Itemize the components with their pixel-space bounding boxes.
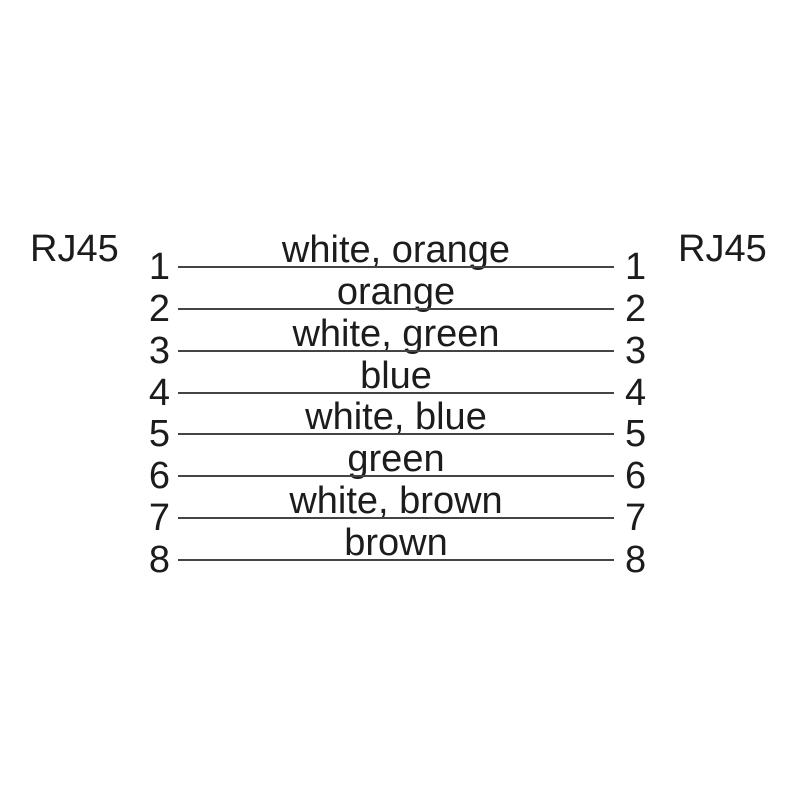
wire-rows: 1 white, orange 1 2 orange 2 3 white, gr… bbox=[0, 226, 800, 579]
right-pin-number: 8 bbox=[625, 539, 647, 582]
left-pin-number: 8 bbox=[148, 539, 170, 582]
left-connector-label: RJ45 bbox=[30, 228, 119, 270]
wire-row: 8 brown 8 bbox=[0, 519, 800, 579]
wire-row: 5 white, blue 5 bbox=[0, 394, 800, 453]
right-pin-number: 5 bbox=[625, 413, 647, 456]
wire-line bbox=[178, 475, 614, 478]
right-pin-number: 1 bbox=[625, 245, 647, 288]
right-pin-number: 3 bbox=[625, 329, 647, 372]
wire-color-label: brown bbox=[344, 522, 448, 565]
wire-color-label: white, brown bbox=[289, 480, 503, 523]
wire-row: 4 blue 4 bbox=[0, 352, 800, 412]
wire-row: 2 orange 2 bbox=[0, 268, 800, 328]
right-pin-number: 4 bbox=[625, 371, 647, 414]
wire-line bbox=[178, 559, 614, 562]
wire-line bbox=[178, 433, 614, 436]
right-pin-number: 6 bbox=[625, 455, 647, 498]
wire-line bbox=[178, 391, 614, 394]
wire-color-label: white, blue bbox=[305, 396, 487, 439]
wire-row: 1 white, orange 1 bbox=[0, 226, 800, 286]
wire-color-label: white, green bbox=[292, 312, 500, 355]
left-pin-number: 6 bbox=[148, 455, 170, 498]
right-pin-number: 2 bbox=[625, 287, 647, 330]
left-pin-number: 4 bbox=[148, 371, 170, 414]
wire-color-label: green bbox=[347, 438, 445, 481]
wire-color-label: blue bbox=[360, 354, 432, 397]
wire-line bbox=[178, 517, 614, 520]
wire-row: 6 green 6 bbox=[0, 435, 800, 495]
wire-line bbox=[178, 349, 614, 352]
left-pin-number: 2 bbox=[148, 287, 170, 330]
wire-line bbox=[178, 307, 614, 310]
wire-color-label: white, orange bbox=[281, 228, 511, 271]
right-pin-number: 7 bbox=[625, 497, 647, 540]
wire-row: 3 white, green 3 bbox=[0, 310, 800, 370]
left-pin-number: 1 bbox=[148, 245, 170, 288]
wire-line bbox=[178, 265, 614, 268]
wire-row: 7 white, brown 7 bbox=[0, 477, 800, 537]
left-pin-number: 7 bbox=[148, 497, 170, 540]
left-pin-number: 5 bbox=[148, 413, 170, 456]
left-pin-number: 3 bbox=[148, 329, 170, 372]
wire-color-label: orange bbox=[336, 270, 456, 313]
right-connector-label: RJ45 bbox=[678, 228, 767, 270]
